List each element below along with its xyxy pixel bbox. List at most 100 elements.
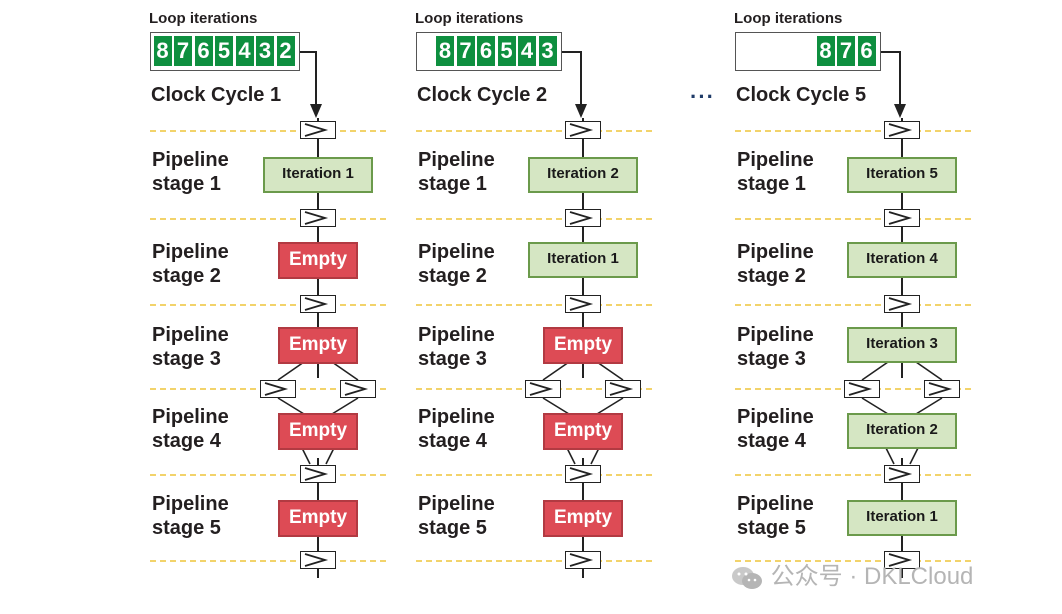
- stage-divider: [735, 304, 971, 306]
- pipeline-register: [565, 551, 601, 569]
- iteration-box: Iteration 5: [847, 157, 957, 193]
- stage-label-line1: Pipeline: [152, 493, 229, 515]
- stage-label-line1: Pipeline: [152, 324, 229, 346]
- stage-label-line2: stage 1: [737, 173, 806, 195]
- pipeline-register: [300, 295, 336, 313]
- queue-cell: 5: [497, 36, 516, 66]
- queue-cell: 6: [194, 36, 213, 66]
- pipeline-register: [565, 295, 601, 313]
- empty-stage-box: Empty: [543, 413, 623, 450]
- iteration-box: Iteration 2: [528, 157, 638, 193]
- clock-triangle-icon: [569, 123, 594, 137]
- stage-label-line1: Pipeline: [418, 406, 495, 428]
- empty-stage-box: Empty: [278, 500, 358, 537]
- empty-stage-box: Empty: [543, 327, 623, 364]
- stage-divider: [735, 130, 971, 132]
- queue-cell: 7: [837, 36, 855, 66]
- stage-label-line2: stage 4: [152, 430, 221, 452]
- stage-divider: [150, 304, 386, 306]
- pipeline-register: [884, 121, 920, 139]
- stage-label-line2: stage 2: [737, 265, 806, 287]
- pipeline-register: [565, 209, 601, 227]
- queue-cell: 2: [276, 36, 295, 66]
- clock-triangle-icon: [529, 382, 554, 396]
- stage-label-line1: Pipeline: [418, 241, 495, 263]
- queue-cell: 4: [235, 36, 254, 66]
- stage-divider: [150, 130, 386, 132]
- queue-cell: 6: [477, 36, 495, 66]
- stage-divider: [416, 474, 652, 476]
- clock-triangle-icon: [609, 382, 634, 396]
- pipeline-register: [884, 465, 920, 483]
- stage-divider: [150, 218, 386, 220]
- clock-cycle-label: Clock Cycle 5: [736, 84, 867, 106]
- empty-stage-box: Empty: [278, 242, 358, 279]
- clock-cycle-label: Clock Cycle 2: [417, 84, 548, 106]
- clock-triangle-icon: [304, 297, 329, 311]
- pipeline-register: [844, 380, 880, 398]
- clock-triangle-icon: [848, 382, 873, 396]
- clock-triangle-icon: [888, 123, 913, 137]
- stage-label-line2: stage 4: [418, 430, 487, 452]
- stage-label-line1: Pipeline: [152, 241, 229, 263]
- stage-label-line1: Pipeline: [152, 406, 229, 428]
- stage-divider: [416, 304, 652, 306]
- clock-triangle-icon: [569, 211, 594, 225]
- queue-cell: 6: [857, 36, 876, 66]
- clock-triangle-icon: [569, 297, 594, 311]
- stage-label-line2: stage 3: [737, 348, 806, 370]
- empty-stage-box: Empty: [543, 500, 623, 537]
- stage-label-line1: Pipeline: [418, 324, 495, 346]
- stage-label-line1: Pipeline: [737, 241, 814, 263]
- queue-cell: 8: [816, 36, 835, 66]
- stage-label-line1: Pipeline: [418, 493, 495, 515]
- iteration-box: Iteration 3: [847, 327, 957, 363]
- stage-label-line1: Pipeline: [152, 149, 229, 171]
- iteration-box: Iteration 1: [528, 242, 638, 278]
- clock-triangle-icon: [888, 467, 913, 481]
- clock-triangle-icon: [304, 211, 329, 225]
- loop-iterations-label: Loop iterations: [734, 10, 843, 27]
- stage-label-line2: stage 3: [418, 348, 487, 370]
- pipeline-register: [340, 380, 376, 398]
- iteration-box: Iteration 2: [847, 413, 957, 449]
- stage-label-line1: Pipeline: [737, 149, 814, 171]
- stage-divider: [735, 474, 971, 476]
- stage-divider: [735, 560, 971, 562]
- ellipsis: ···: [690, 84, 715, 109]
- clock-triangle-icon: [264, 382, 289, 396]
- stage-label-line2: stage 1: [418, 173, 487, 195]
- queue-cell: 8: [153, 36, 172, 66]
- queue-cell: 7: [174, 36, 192, 66]
- queue-cell: 3: [256, 36, 274, 66]
- pipeline-register: [884, 295, 920, 313]
- pipeline-register: [300, 209, 336, 227]
- stage-label-line1: Pipeline: [737, 324, 814, 346]
- pipeline-register: [884, 551, 920, 569]
- pipeline-register: [924, 380, 960, 398]
- clock-triangle-icon: [928, 382, 953, 396]
- stage-label-line2: stage 1: [152, 173, 221, 195]
- wechat-icon: [732, 566, 762, 589]
- clock-triangle-icon: [569, 553, 594, 567]
- pipeline-register: [884, 209, 920, 227]
- watermark-text: 公众号 · DKLCloud: [770, 563, 974, 590]
- stage-label-line2: stage 2: [418, 265, 487, 287]
- pipeline-register: [300, 551, 336, 569]
